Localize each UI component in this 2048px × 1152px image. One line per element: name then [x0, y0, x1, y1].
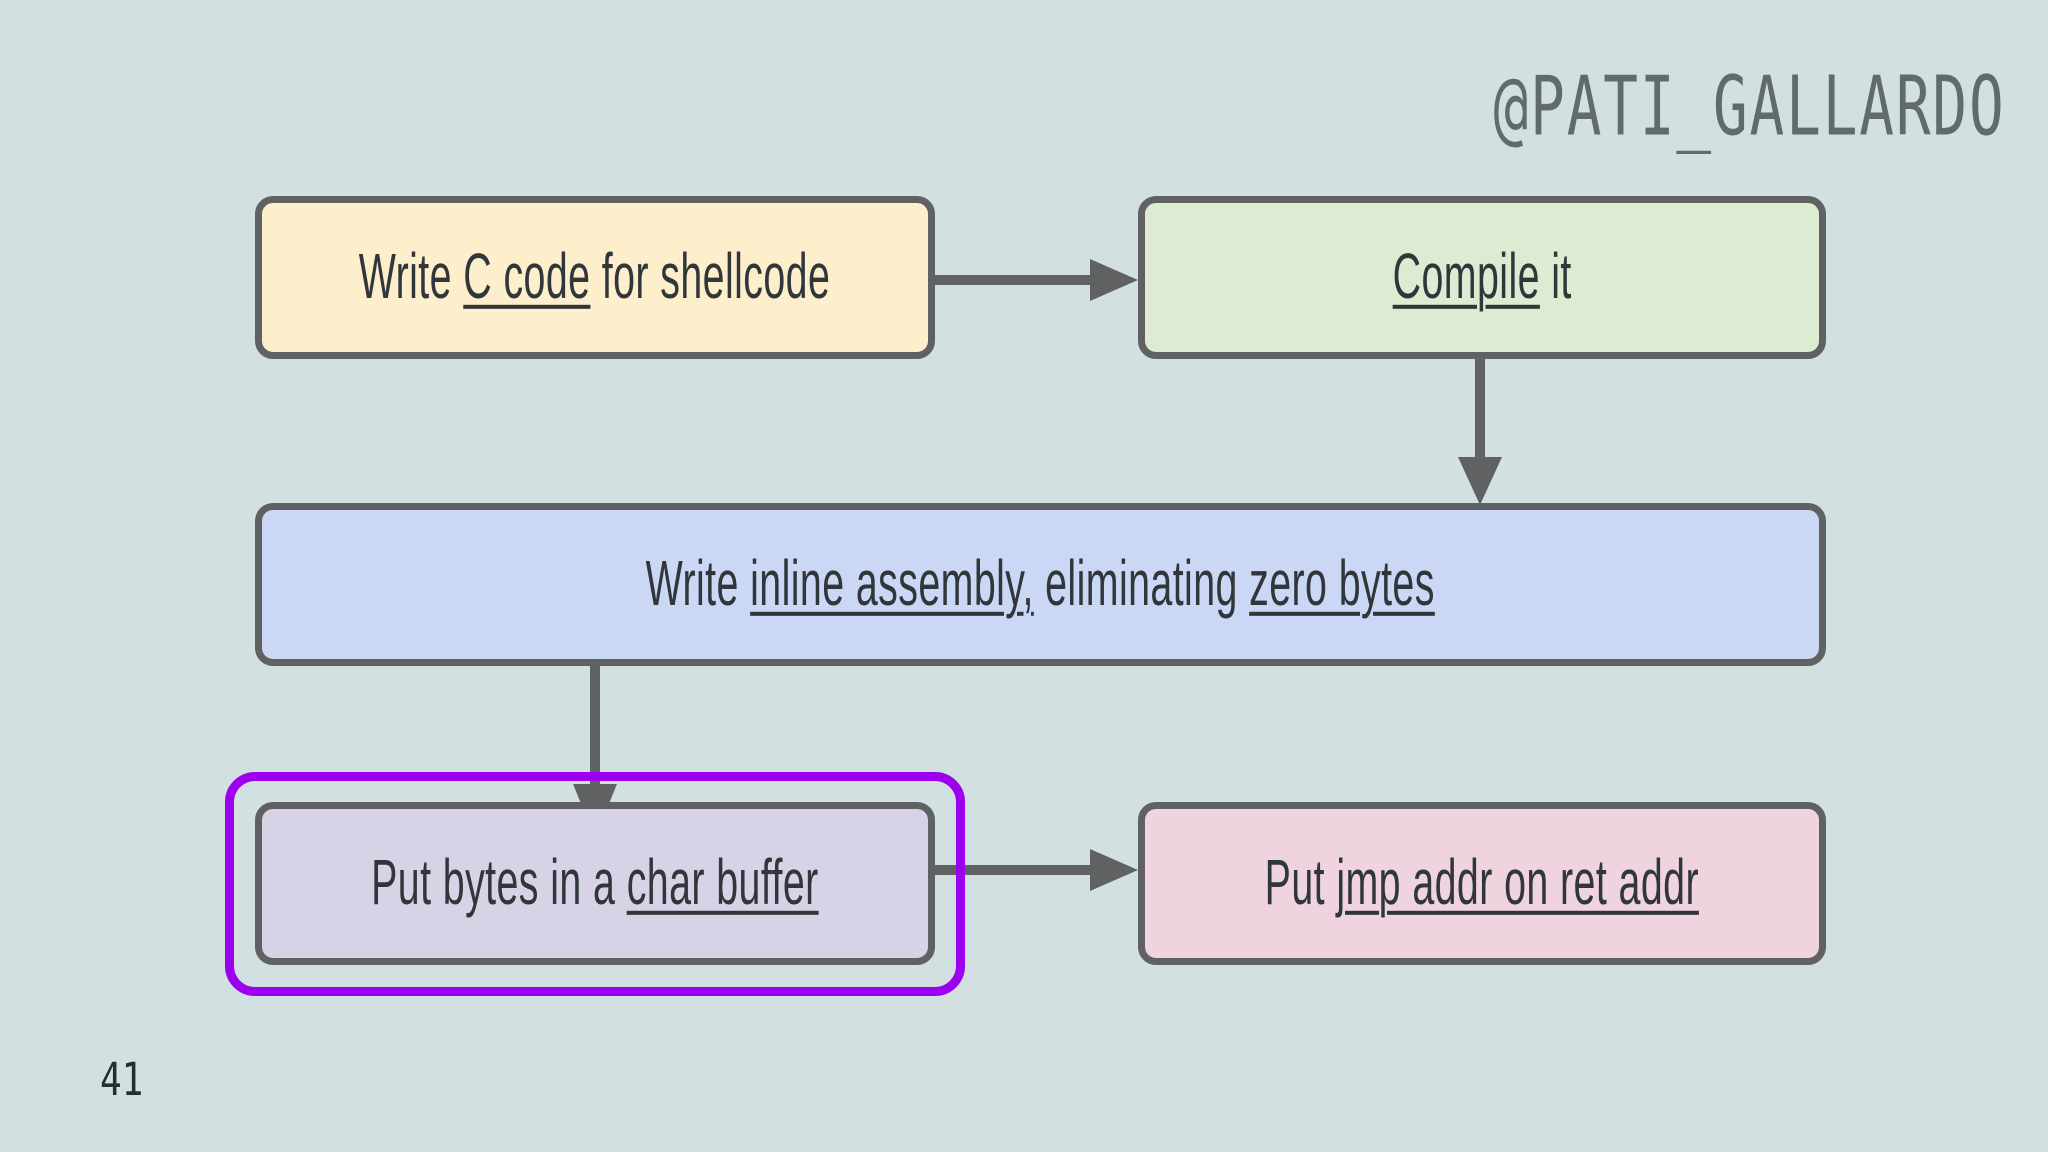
flow-node-write-c-code[interactable]: Write C code for shellcode: [255, 196, 935, 359]
flow-node-put-jmp-addr-on-ret-addr[interactable]: Put jmp addr on ret addr: [1138, 802, 1826, 965]
flow-node-put-bytes-in-char-buffer[interactable]: Put bytes in a char buffer: [255, 802, 935, 965]
flow-node-label: Put bytes in a char buffer: [371, 847, 819, 919]
flow-node-write-inline-assembly[interactable]: Write inline assembly, eliminating zero …: [255, 503, 1826, 666]
flow-node-label: Write C code for shellcode: [359, 241, 831, 313]
highlight-ring-char-buffer: [225, 772, 965, 996]
flow-node-label: Compile it: [1392, 241, 1572, 313]
flow-node-compile-it[interactable]: Compile it: [1138, 196, 1826, 359]
speaker-handle: @PATI_GALLARDO: [1493, 58, 2006, 155]
page-number: 41: [100, 1055, 144, 1107]
flow-node-label: Put jmp addr on ret addr: [1264, 847, 1700, 919]
arrow-char-buffer-to-jmp-addr: [920, 845, 1145, 895]
arrow-c-code-to-compile: [920, 255, 1145, 305]
flow-node-label: Write inline assembly, eliminating zero …: [645, 548, 1436, 620]
arrow-compile-to-inline-asm: [1455, 345, 1505, 510]
